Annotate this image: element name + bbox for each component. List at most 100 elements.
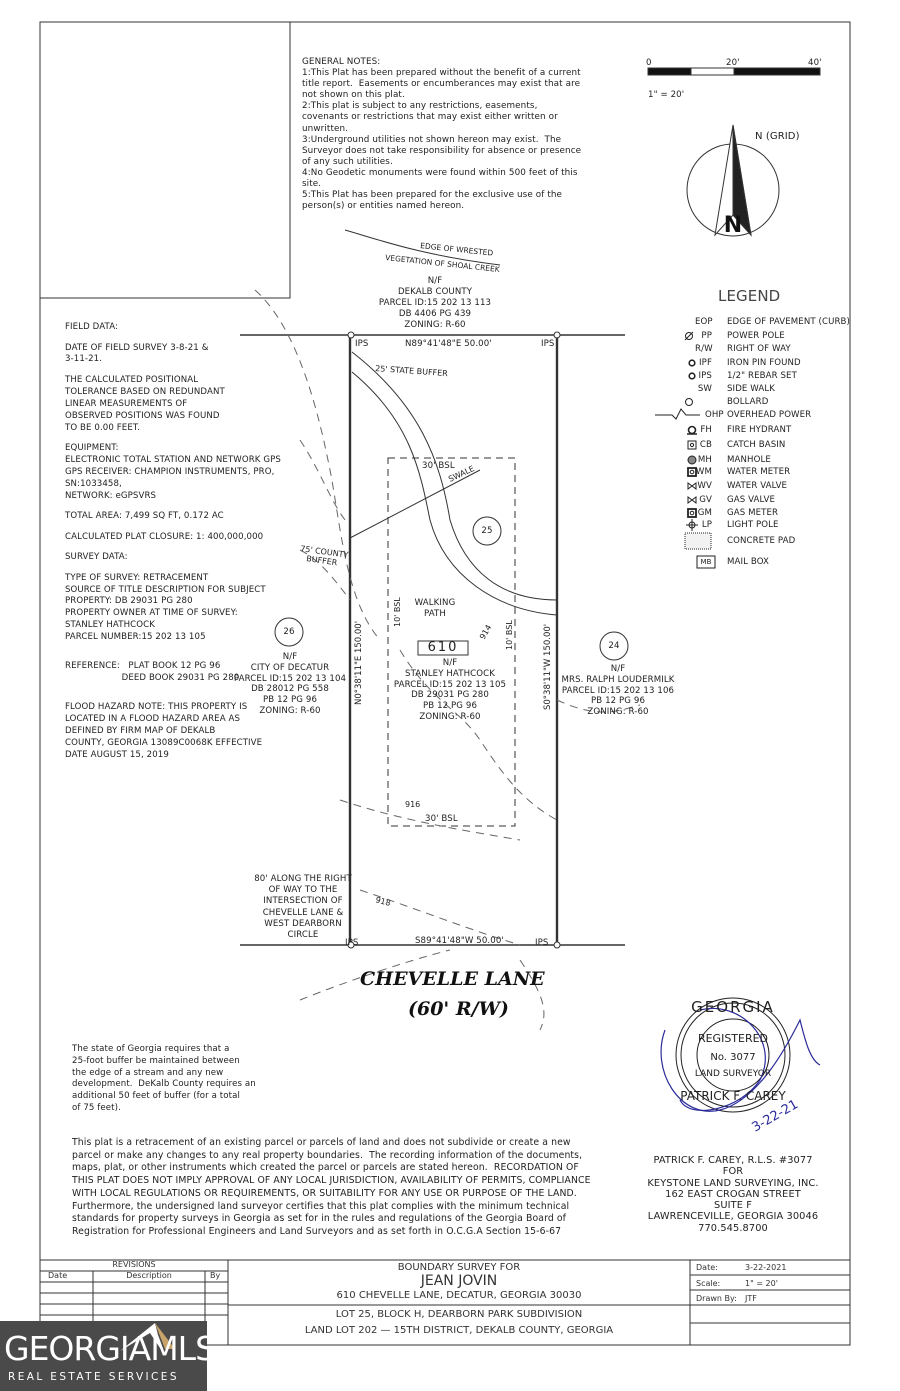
east-bsl: 10' BSL [505, 620, 514, 650]
legend-label: 1/2" REBAR SET [727, 371, 797, 381]
seal-state: GEORGIA [691, 998, 775, 1016]
text-line: not shown on this plat. [302, 90, 405, 101]
creek-edge [344, 229, 501, 266]
text-line: GPS RECEIVER: CHAMPION INSTRUMENTS, PRO, [65, 466, 275, 477]
text-line: WITH LOCAL REGULATIONS OR REQUIREMENTS, … [72, 1187, 577, 1199]
text-line: DB 28012 PG 558 [251, 684, 329, 695]
text-line: 2:This plat is subject to any restrictio… [302, 101, 538, 112]
client-name: JEAN JOVIN [420, 1273, 498, 1289]
legend-overhead-line-icon [655, 408, 700, 420]
ips-ne: IPS [541, 339, 555, 349]
text-line: CALCULATED PLAT CLOSURE: 1: 400,000,000 [65, 531, 264, 542]
text-line: LOCATED IN A FLOOD HAZARD AREA AS [65, 714, 241, 725]
state-buffer-label: 25' STATE BUFFER [375, 364, 449, 378]
text-line: of 75 feet). [72, 1102, 121, 1113]
text-line: PARCEL ID:15 202 13 113 [378, 298, 492, 308]
land-lot-description: LAND LOT 202 — 15TH DISTRICT, DEKALB COU… [304, 1325, 614, 1336]
north-bearing: N89°41'48"E 50.00' [405, 339, 492, 349]
text-line [65, 544, 281, 553]
legend-box-icon [696, 555, 716, 569]
text-line: SN:1033458, [65, 478, 122, 489]
legend-code: PP [701, 331, 712, 341]
lot-26-circle [274, 617, 304, 647]
house-number-box [417, 640, 469, 656]
text-line: site. [302, 179, 322, 190]
legend-code: SW [697, 384, 712, 394]
legend-square-dot-icon [687, 440, 697, 450]
text-line: WEST DEARBORN [264, 918, 342, 929]
legend-label: CONCRETE PAD [727, 536, 796, 546]
lot-description: LOT 25, BLOCK H, DEARBORN PARK SUBDIVISI… [335, 1309, 583, 1320]
certification-text: This plat is a retracement of an existin… [72, 1137, 591, 1239]
street-right-of-way: (60' R/W) [408, 998, 509, 1020]
text-line: COUNTY, GEORGIA 13089C0068K EFFECTIVE [65, 738, 263, 748]
legend-code: MH [697, 455, 712, 465]
legend-label: SIDE WALK [727, 384, 775, 394]
text-line: 5:This Plat has been prepared for the ex… [302, 190, 563, 201]
seal-registered: REGISTERED [698, 1032, 768, 1045]
legend-code: MB [700, 558, 712, 566]
north-letter: N [724, 213, 742, 238]
text-line: 4:No Geodetic monuments were found withi… [302, 167, 578, 178]
house-number: 610 [427, 640, 459, 655]
text-line: parcel or make any changes to any real p… [72, 1149, 583, 1161]
legend-valve-icon [687, 496, 697, 504]
text-line: SOURCE OF TITLE DESCRIPTION FOR SUBJECT [65, 584, 266, 595]
legend-code: EOP [695, 317, 713, 327]
text-line: ZONING: R-60 [587, 707, 649, 718]
scale-ratio: 1" = 20' [648, 90, 685, 100]
text-line: TOLERANCE BASED ON REDUNDANT [65, 386, 225, 397]
legend-code: WV [697, 481, 712, 491]
scale-tick-40: 40' [808, 58, 822, 68]
text-line: 3-11-21. [65, 354, 103, 365]
text-line: 1:This Plat has been prepared without th… [302, 68, 581, 79]
text-line: FLOOD HAZARD NOTE: THIS PROPERTY IS [65, 702, 248, 713]
scale-tick-20: 20' [726, 58, 740, 68]
legend-label: FIRE HYDRANT [727, 425, 792, 435]
legend-square-dot-bold-icon [687, 508, 697, 518]
text-line: DATE OF FIELD SURVEY 3-8-21 & [65, 342, 209, 353]
text-line: N/F [427, 276, 443, 286]
legend-hydrant-icon [687, 425, 697, 435]
legend-filled-circle-icon [687, 455, 697, 465]
text-line: PROPERTY OWNER AT TIME OF SURVEY: [65, 608, 238, 619]
text-line [65, 434, 281, 443]
legend-code: LP [701, 520, 712, 530]
text-line: KEYSTONE LAND SURVEYING, INC. [647, 1177, 819, 1189]
lot-number: 25 [481, 526, 493, 536]
text-line: Surveyor does not take responsibility fo… [302, 145, 582, 156]
text-line: FIELD DATA: [65, 322, 119, 332]
text-line: OBSERVED POSITIONS WAS FOUND [65, 410, 220, 421]
text-line [65, 503, 281, 512]
signature [660, 1007, 821, 1112]
legend-power-pole-icon [684, 331, 694, 341]
lot-24-circle [599, 631, 629, 661]
text-line: N/F [442, 658, 458, 668]
general-notes: GENERAL NOTES:1:This Plat has been prepa… [302, 57, 581, 212]
text-line: ZONING: R-60 [404, 320, 466, 330]
legend-code: IPF [699, 358, 712, 368]
text-line: This plat is a retracement of an existin… [72, 1137, 571, 1148]
logo-name: GEORGIAMLS [4, 1329, 216, 1368]
legend-sun-icon [686, 519, 698, 531]
text-line: development. DeKalb County requires an [72, 1079, 256, 1090]
text-line: Registration for Professional Engineers … [72, 1225, 562, 1237]
drawn-by-label: Drawn By: [696, 1294, 737, 1303]
text-line: 162 EAST CROGAN STREET [665, 1188, 801, 1200]
text-line: 80' ALONG THE RIGHT [254, 874, 352, 884]
text-line: ZONING: R-60 [419, 711, 481, 722]
drawn-by-value: JTF [745, 1294, 757, 1303]
legend-code: GV [699, 495, 712, 505]
contour-918: 918 [374, 895, 391, 908]
text-line: the edge of a stream and any new [72, 1067, 224, 1078]
text-line: DEFINED BY FIRM MAP OF DEKALB [65, 726, 216, 737]
lot-25-circle [472, 516, 502, 546]
text-line: INTERSECTION OF [263, 896, 343, 907]
text-line: CHEVELLE LANE & [262, 907, 344, 918]
text-line: N/F [610, 664, 626, 674]
text-line: ZONING: R-60 [259, 705, 321, 716]
text-line: Furthermore, the undersigned land survey… [72, 1200, 570, 1212]
